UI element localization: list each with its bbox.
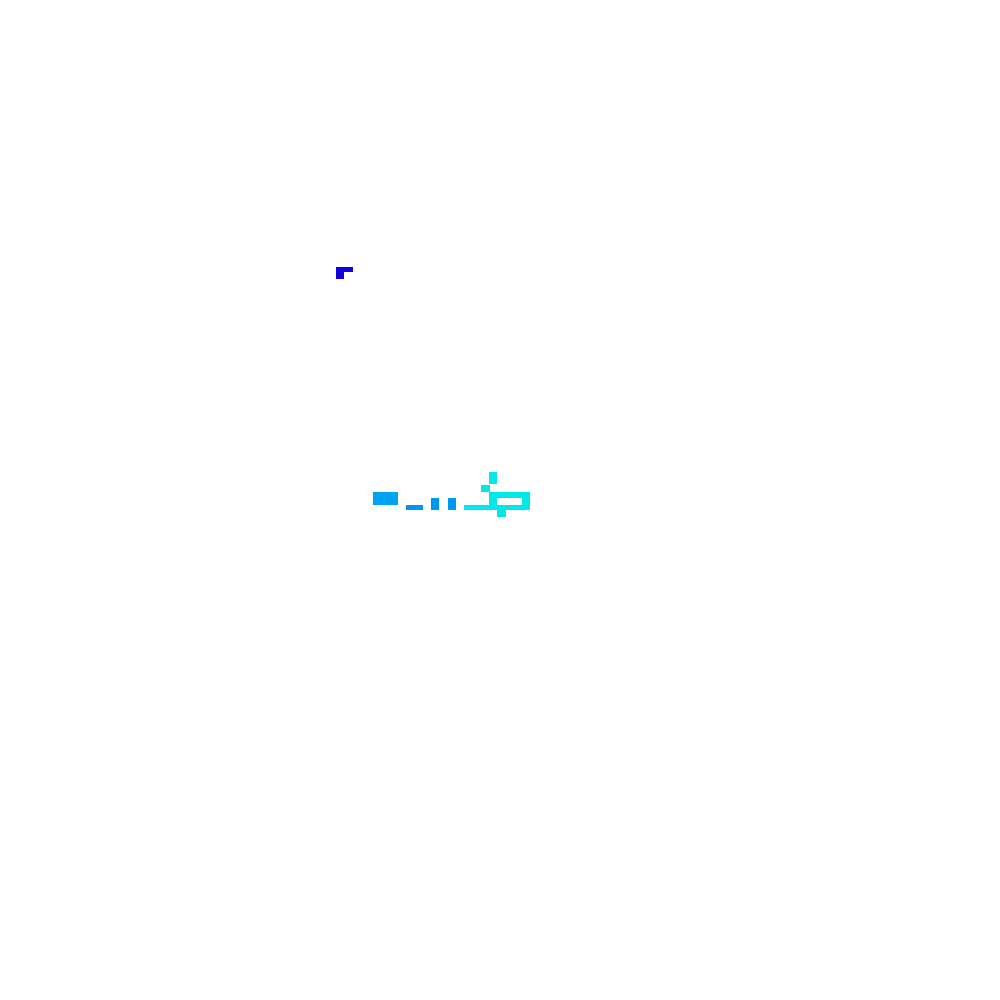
middle-dashes [406,498,456,510]
top-pixel-mark [336,267,353,279]
right-pixel-glyph [464,472,530,517]
left-bar [373,492,398,505]
